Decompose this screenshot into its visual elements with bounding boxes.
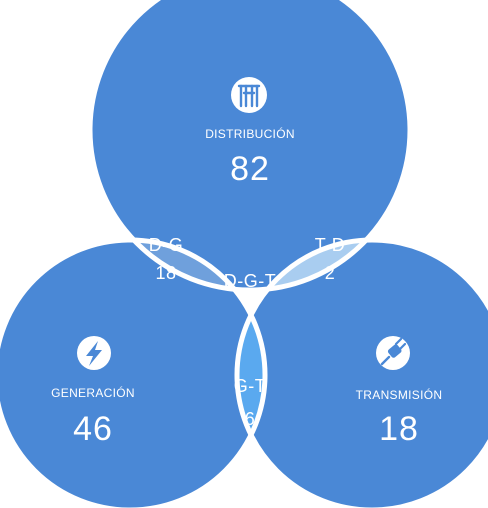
- lightning-bolt-icon: [77, 336, 111, 370]
- generacion-circle: [0, 240, 265, 508]
- gt-value: 6: [245, 409, 256, 429]
- dgt-label: D-G-T: [224, 271, 276, 291]
- td-label: T-D: [315, 235, 346, 255]
- power-tower-icon: [231, 77, 267, 113]
- td-value: 2: [325, 263, 336, 283]
- distribucion-value: 82: [230, 150, 270, 188]
- dg-label: D-G: [149, 235, 184, 255]
- plug-icon: [376, 336, 410, 370]
- gt-label: G-T: [234, 376, 267, 396]
- dgt-value: 9: [245, 296, 256, 316]
- transmision-circle: [237, 240, 488, 508]
- dg-value: 18: [155, 263, 176, 283]
- transmision-label: TRANSMISIÓN: [356, 387, 443, 402]
- generacion-label: GENERACIÓN: [51, 385, 135, 400]
- generacion-value: 46: [73, 410, 113, 448]
- transmision-value: 18: [379, 410, 419, 448]
- distribucion-label: DISTRIBUCIÓN: [205, 126, 295, 141]
- distribucion-circle: [90, 0, 410, 290]
